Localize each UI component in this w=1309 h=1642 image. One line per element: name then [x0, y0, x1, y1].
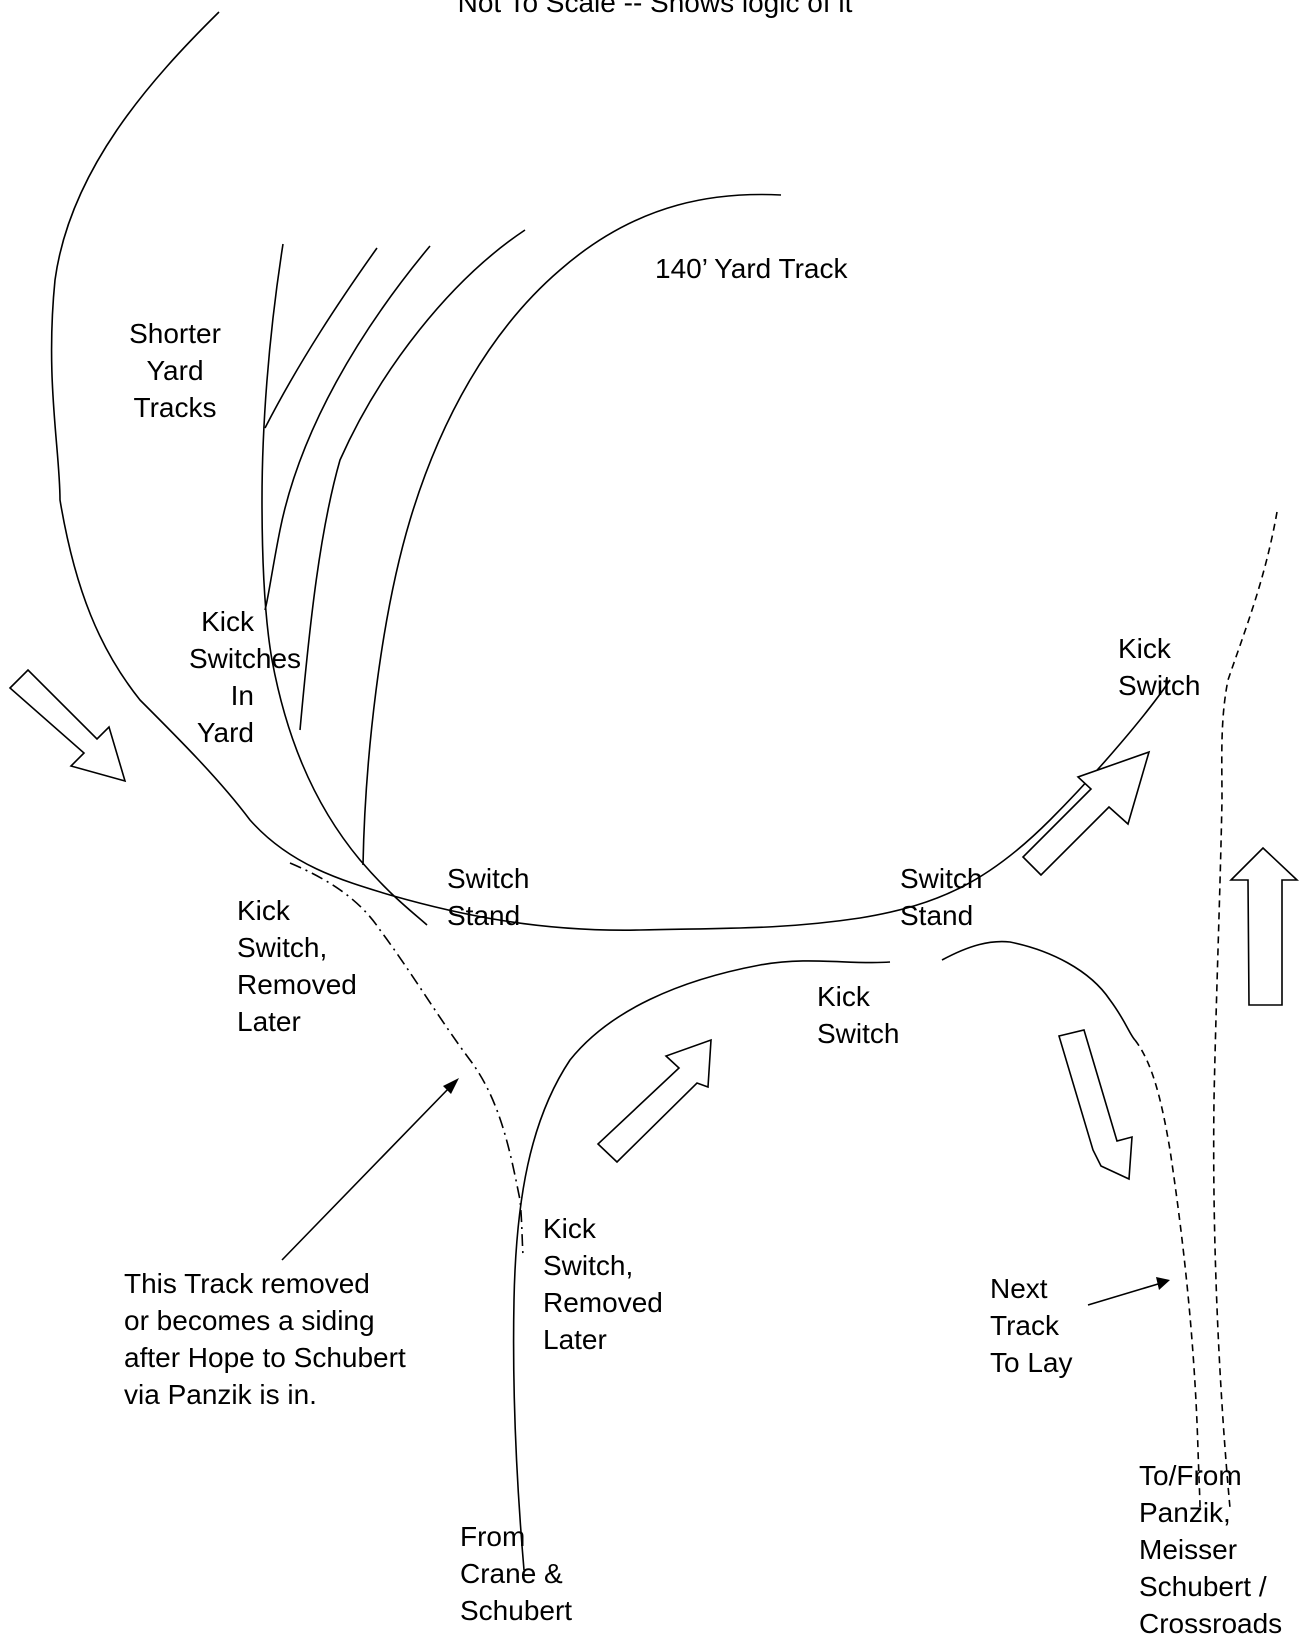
label-kick-switch-middle: Kick Switch — [817, 981, 900, 1049]
crane-line — [512, 960, 891, 1571]
label-kick-switch-top-right: Kick Switch — [1118, 633, 1201, 701]
removed-track — [289, 862, 524, 1256]
arrow-down-right — [1057, 1029, 1133, 1181]
yard-track-140 — [362, 193, 782, 866]
pointer-line-next — [1087, 1283, 1159, 1306]
label-to-from-panzik: To/From Panzik, Meisser Schubert / Cross… — [1139, 1460, 1283, 1639]
arrow-up — [1229, 846, 1300, 1006]
label-140-yard-track: 140’ Yard Track — [655, 253, 848, 284]
label-switch-stand-left: Switch Stand — [447, 863, 530, 931]
label-switch-stand-right: Switch Stand — [900, 863, 983, 931]
right-branch-dashed — [1134, 1039, 1201, 1509]
yard-track-1 — [261, 243, 428, 926]
label-kick-switch-removed-bottom: Kick Switch, Removed Later — [543, 1213, 663, 1355]
arrow-into-yard — [8, 668, 127, 783]
label-shorter-yard-tracks: Shorter Yard Tracks — [129, 318, 221, 423]
pointer-head-note — [443, 1078, 459, 1094]
diagram-header: Not To Scale -- Shows logic of it — [457, 0, 853, 18]
yard-track-2 — [264, 247, 378, 429]
label-kick-switches-in-yard: Kick Switches In Yard — [189, 606, 302, 748]
yard-track-4 — [299, 229, 526, 731]
pointer-line-note — [281, 1086, 451, 1261]
label-from-crane: From Crane & Schubert — [460, 1521, 573, 1626]
arrow-up-right-1 — [1021, 750, 1151, 877]
pointer-head-next — [1156, 1277, 1170, 1290]
label-track-removed-note: This Track removed or becomes a siding a… — [124, 1268, 406, 1410]
far-right-dashed — [1212, 511, 1278, 1509]
main-line-left — [50, 11, 1171, 931]
label-kick-switch-removed-left: Kick Switch, Removed Later — [237, 895, 357, 1037]
yard-track-3 — [264, 245, 431, 611]
right-branch — [941, 940, 1136, 1041]
arrow-up-right-2 — [596, 1038, 712, 1164]
label-next-track: Next Track To Lay — [990, 1273, 1073, 1378]
